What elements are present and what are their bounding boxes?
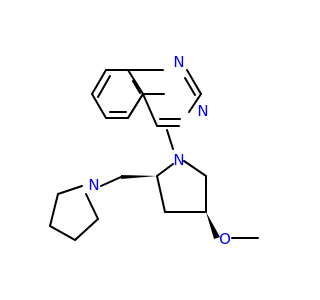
atom-label-n1: N: [173, 53, 184, 71]
pyrrolidine-ring: [156, 129, 207, 213]
atom-label-n3: N: [197, 102, 208, 120]
benzo-ring: [91, 69, 144, 119]
atom-label-o-methoxy: O: [219, 230, 231, 248]
pyrrolidinylmethyl-group: [49, 175, 157, 241]
molecule-structure: N N N N O: [49, 53, 259, 248]
stereo-wedge-bond: [121, 175, 157, 179]
methoxy-group: [206, 212, 259, 239]
stereo-wedge-bond: [206, 212, 220, 239]
atom-label-n-pyrrolidine-ring: N: [173, 151, 184, 169]
pyrimidine-ring: [127, 69, 202, 127]
atom-label-n-pyrrolidinyl: N: [88, 176, 99, 194]
